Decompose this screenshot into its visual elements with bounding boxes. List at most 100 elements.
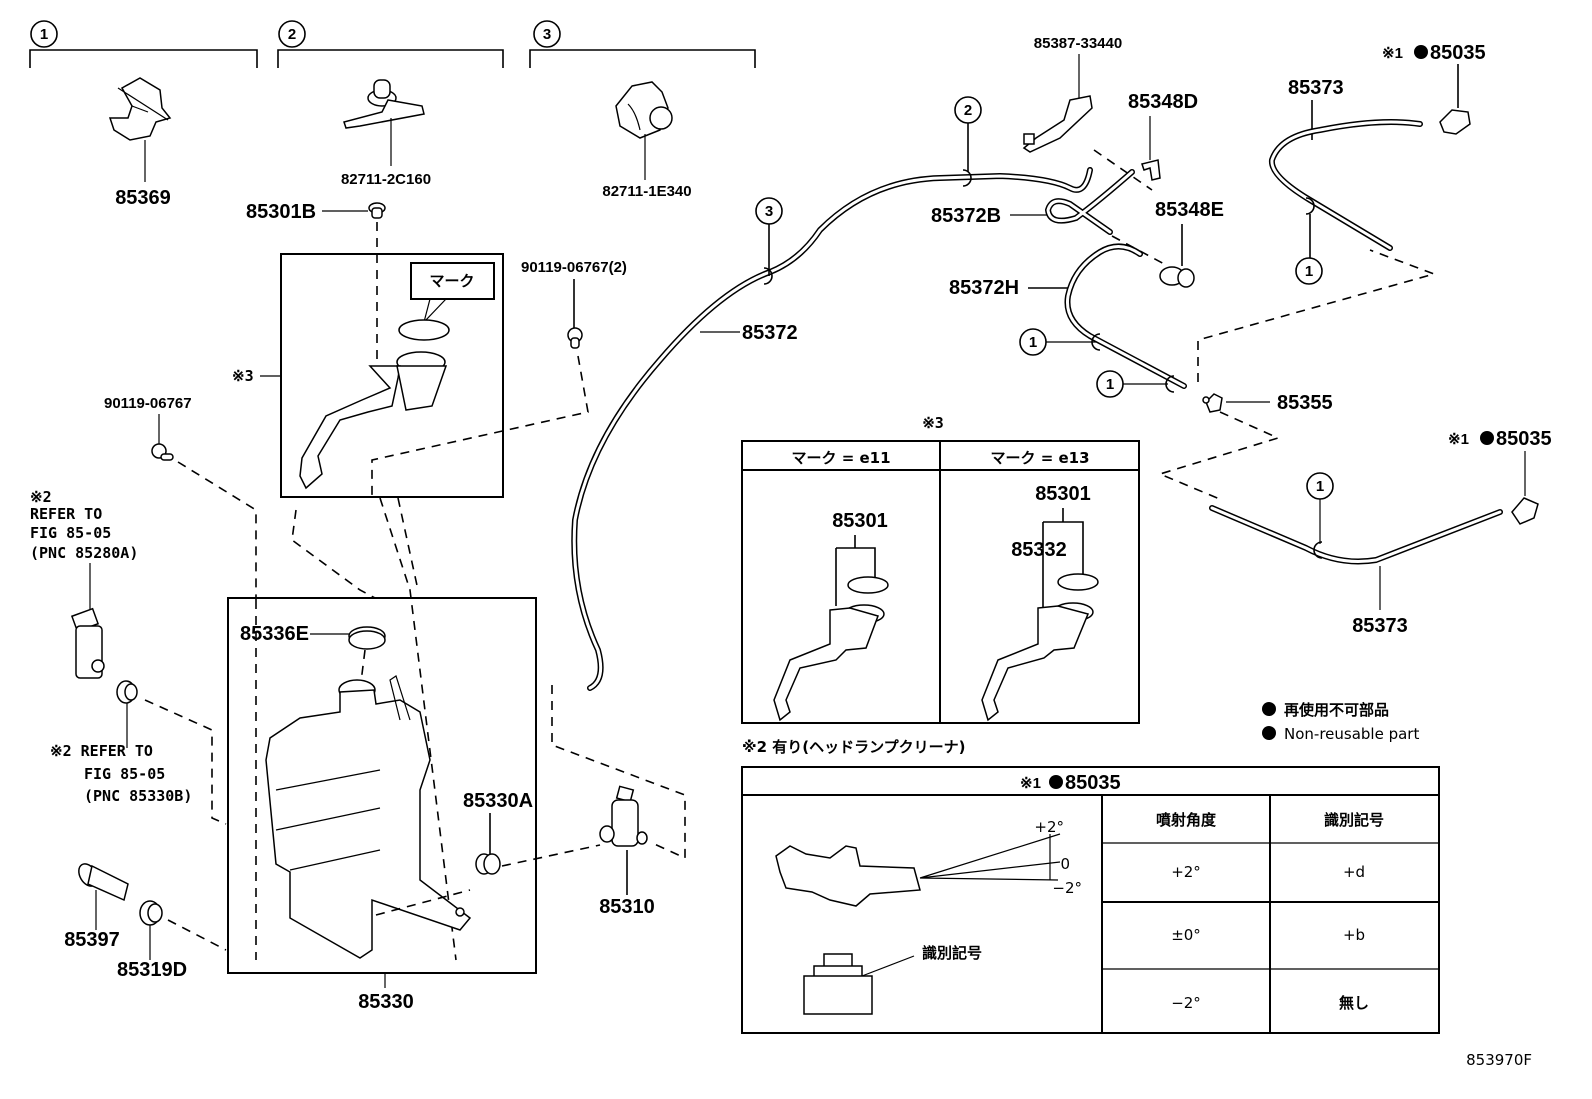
clip-85301b-icon <box>368 202 386 219</box>
clip-85369-icon <box>108 77 172 141</box>
mark-table: マーク = e11 マーク = e13 85301 85301 85332 <box>741 440 1140 724</box>
clip-82711-2c160-icon <box>343 79 425 129</box>
washer-pump-85280a-icon <box>70 607 105 679</box>
hose-85373-top <box>1268 119 1423 251</box>
nozzle-85035-top[interactable]: ※1 85035 <box>1382 42 1486 64</box>
legend-jp: 再使用不可部品 <box>1284 701 1389 719</box>
part-label-85373-bottom[interactable]: 85373 <box>1352 615 1408 637</box>
row-angle: +2° <box>1171 863 1201 881</box>
part-label-90119-06767-2[interactable]: 90119-06767(2) <box>521 259 627 276</box>
part-label-85332[interactable]: 85332 <box>1011 539 1067 561</box>
mark-table-header-e13: マーク = e13 <box>990 449 1089 467</box>
part-label-85035-top[interactable]: 85035 <box>1430 42 1486 64</box>
row-mark: 無し <box>1339 994 1369 1012</box>
part-label-85301-e11[interactable]: 85301 <box>832 510 888 532</box>
hose-85373-bottom <box>1209 505 1503 565</box>
mark-table-header-e11: マーク = e11 <box>791 449 890 467</box>
callout-number: 3 <box>543 26 551 43</box>
part-label-85348d[interactable]: 85348D <box>1128 91 1198 113</box>
nozzle-table-title: 85035 <box>1065 772 1121 794</box>
clip-group-2: 2 82711-2C160 <box>277 20 504 188</box>
callout-clip-1: 1 <box>1029 334 1037 351</box>
part-label-82711-2c160[interactable]: 82711-2C160 <box>341 171 431 188</box>
part-label-85301-e13[interactable]: 85301 <box>1035 483 1091 505</box>
part-label-85369[interactable]: 85369 <box>115 187 171 209</box>
filler-neck-icon <box>299 319 450 490</box>
refer-fig[interactable]: FIG 85-05 <box>84 765 165 783</box>
header-id-mark: 識別記号 <box>1324 811 1384 829</box>
note1-marker: ※1 <box>1448 431 1469 448</box>
nozzle-id-mark-illustration: 識別記号 <box>803 944 982 1015</box>
washer-reservoir-icon <box>265 675 472 959</box>
callout-circle <box>30 20 58 48</box>
figure-code: 853970F <box>1466 1051 1532 1069</box>
part-label-85372[interactable]: 85372 <box>742 322 798 344</box>
callout-clip-3: 3 <box>765 203 773 220</box>
part-label-85372b[interactable]: 85372B <box>931 205 1001 227</box>
refer-note-lower: ※2 REFER TO FIG 85-05 (PNC 85330B) <box>50 742 192 805</box>
part-label-85330a[interactable]: 85330A <box>463 790 533 812</box>
nozzle-85035-right[interactable]: ※1 85035 <box>1448 428 1552 450</box>
non-reusable-dot-icon <box>1262 726 1276 740</box>
callout-number: 1 <box>40 26 48 43</box>
grommet-85330a-icon <box>475 853 501 875</box>
clip-group-1: 1 85369 <box>29 20 258 209</box>
part-label-82711-1e340[interactable]: 82711-1E340 <box>602 183 691 200</box>
part-label-85330[interactable]: 85330 <box>358 991 414 1013</box>
reservoir-box <box>227 597 537 974</box>
non-reusable-dot-icon <box>1049 775 1063 789</box>
clip-82711-1e340-icon <box>615 81 673 139</box>
part-label-85336e[interactable]: 85336E <box>240 623 309 645</box>
part-label-85387-33440[interactable]: 85387-33440 <box>1034 35 1122 52</box>
refer-pnc[interactable]: (PNC 85280A) <box>30 544 138 562</box>
refer-pnc[interactable]: (PNC 85330B) <box>84 787 192 805</box>
hose-85372h <box>1064 243 1187 389</box>
note-marker: ※2 <box>30 488 52 506</box>
callout-clip-2: 2 <box>964 102 972 119</box>
filler-neck-e13-icon <box>981 573 1099 722</box>
cap-85336e-icon <box>348 626 386 650</box>
washer-nozzle-top-icon <box>1439 109 1471 135</box>
legend: 再使用不可部品 Non-reusable part <box>1262 701 1419 743</box>
part-label-85310[interactable]: 85310 <box>599 896 655 918</box>
refer-link[interactable]: REFER TO <box>30 505 102 523</box>
joint-85348e-icon <box>1159 266 1195 288</box>
part-label-90119-06767[interactable]: 90119-06767 <box>104 395 192 412</box>
part-label-85035-right[interactable]: 85035 <box>1496 428 1552 450</box>
part-label-85397[interactable]: 85397 <box>64 929 120 951</box>
part-label-85373-top[interactable]: 85373 <box>1288 77 1344 99</box>
note3-marker: ※3 <box>232 367 254 385</box>
part-label-85348e[interactable]: 85348E <box>1155 199 1224 221</box>
joint-85355-icon <box>1202 393 1223 413</box>
callout-clip-1: 1 <box>1305 263 1313 280</box>
grommet-85319d-icon <box>139 900 163 926</box>
angle-label-zero: 0 <box>1060 855 1070 873</box>
note2-text: ※2 有り(ヘッドランプクリーナ) <box>742 738 966 756</box>
callout-clip-1: 1 <box>1106 376 1114 393</box>
bracket-85387-icon <box>1022 95 1093 153</box>
level-sensor-85397-icon <box>78 863 129 902</box>
mark-label: マーク <box>429 272 474 290</box>
nozzle-table: ※1 85035 噴射角度 識別記号 +2° +d ±0° +b −2° 無し … <box>741 766 1440 1034</box>
part-label-85301b[interactable]: 85301B <box>246 201 316 223</box>
refer-link[interactable]: ※2 REFER TO <box>50 742 153 760</box>
washer-motor-85310-icon <box>599 785 648 847</box>
non-reusable-dot-icon <box>1480 431 1494 445</box>
clip-group-3: 3 82711-1E340 <box>529 20 756 200</box>
mark-table-title: ※3 <box>922 414 944 432</box>
filler-neck-e11-icon <box>773 576 889 722</box>
part-label-85319d[interactable]: 85319D <box>117 959 187 981</box>
part-label-85355[interactable]: 85355 <box>1277 392 1333 414</box>
callout-clip-1: 1 <box>1316 478 1324 495</box>
callout-number: 2 <box>288 26 296 43</box>
part-label-85372h[interactable]: 85372H <box>949 277 1019 299</box>
header-spray-angle: 噴射角度 <box>1156 811 1217 829</box>
non-reusable-dot-icon <box>1262 702 1276 716</box>
row-angle: −2° <box>1171 994 1201 1012</box>
hose-85372 <box>571 167 1093 691</box>
refer-fig[interactable]: FIG 85-05 <box>30 524 111 542</box>
washer-nozzle-right-icon <box>1511 497 1539 525</box>
row-angle: ±0° <box>1171 926 1201 944</box>
bolt-90119-left-icon <box>151 443 174 461</box>
